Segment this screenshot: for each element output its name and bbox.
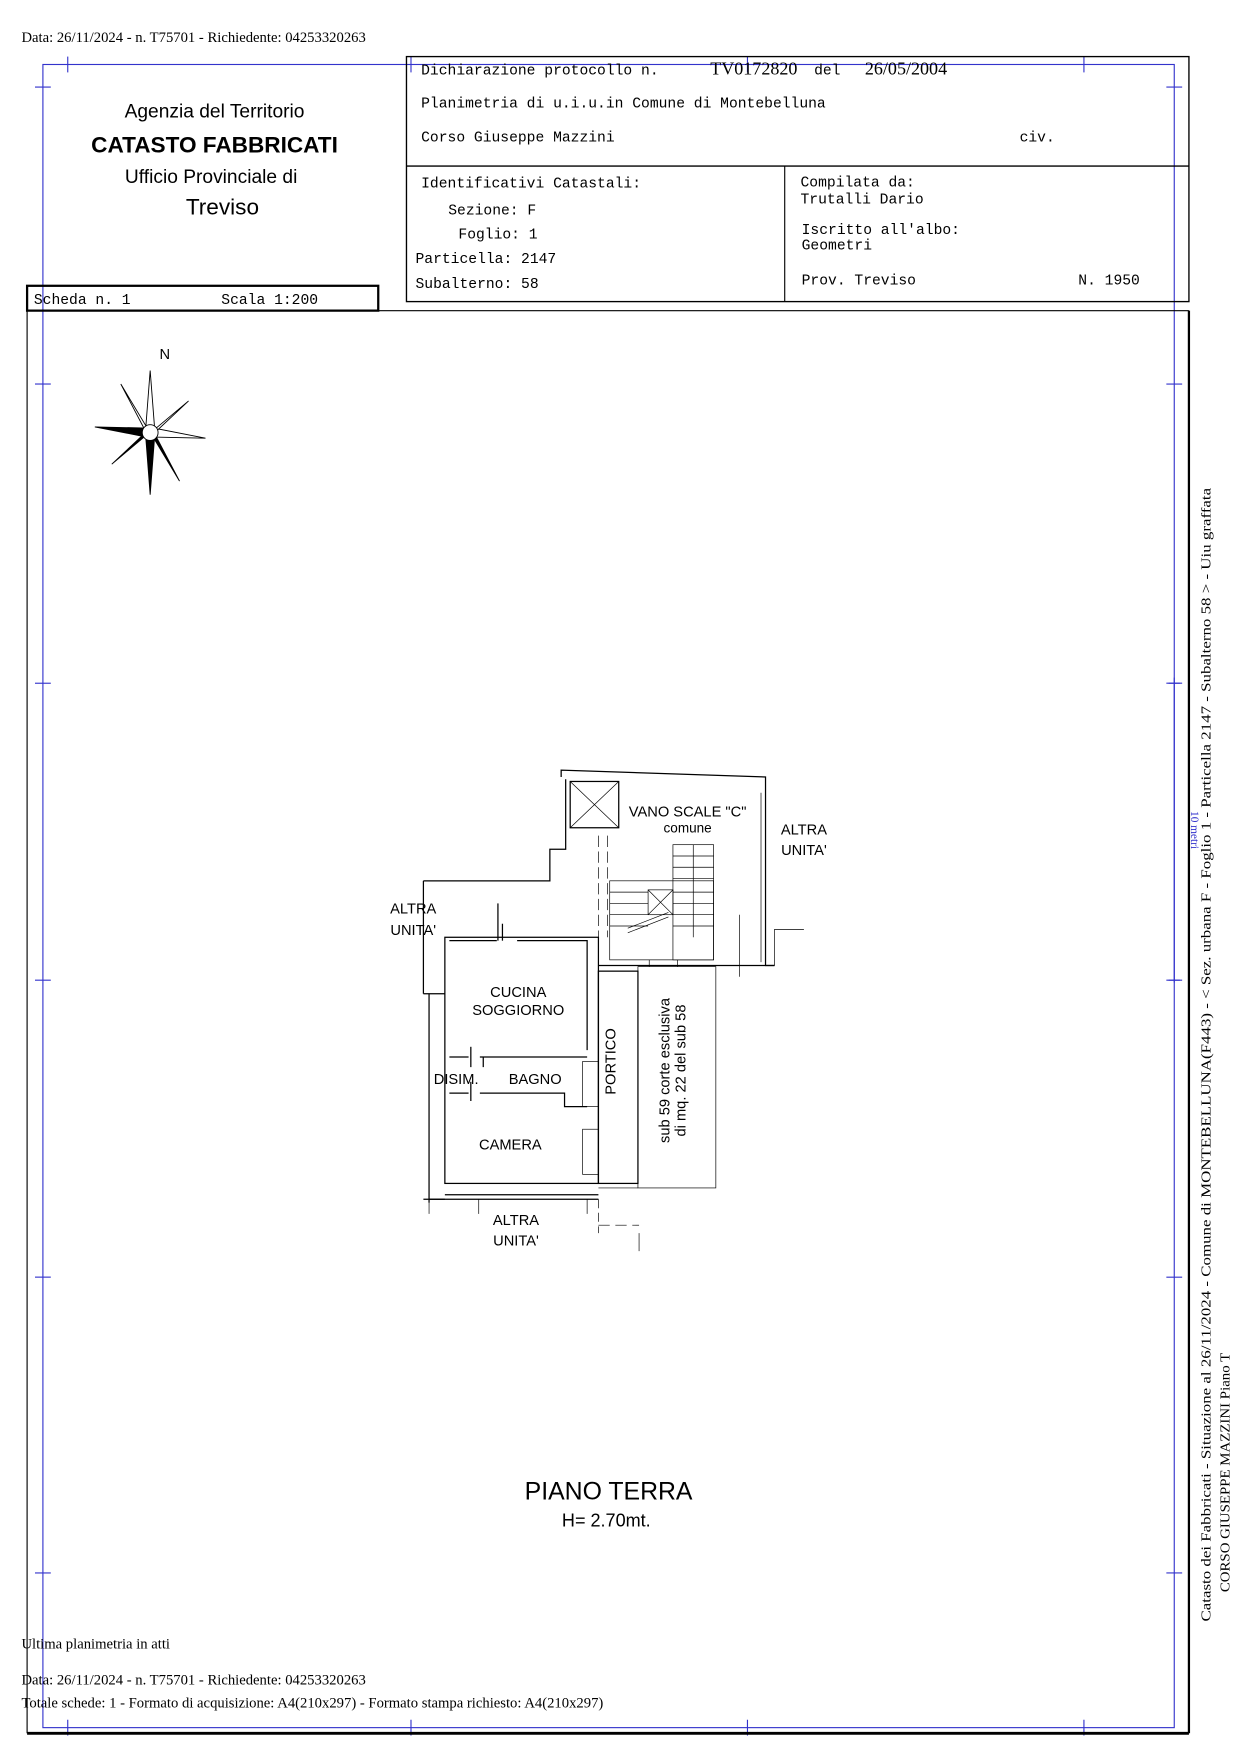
courtyard-label-2: di mq. 22 del sub 58 xyxy=(673,1005,689,1137)
top-request-header: Data: 26/11/2024 - n. T75701 - Richieden… xyxy=(21,30,365,46)
registration-number: N. 1950 xyxy=(1078,274,1140,290)
floor-plan-labels: VANO SCALE "C" comune ALTRA UNITA' ALTRA… xyxy=(390,804,827,1249)
planimetria-text: Planimetria di u.i.u.in Comune di Monteb… xyxy=(421,96,826,112)
compass-rose-icon xyxy=(94,370,206,495)
courtyard-label-1: sub 59 corte esclusiva xyxy=(658,997,674,1143)
other-unit-east-label-2: UNITA' xyxy=(781,843,827,859)
header-box xyxy=(405,55,1190,303)
declaration-block: Dichiarazione protocollo n. TV0172820 de… xyxy=(416,59,1140,293)
address-text: Corso Giuseppe Mazzini xyxy=(421,130,615,146)
protocol-date: 26/05/2004 xyxy=(865,59,947,79)
room-label-soggiorno: SOGGIORNO xyxy=(472,1003,564,1019)
side-address-info: CORSO GIUSEPPE MAZZINI Piano T xyxy=(1218,1352,1234,1592)
drawing-frame xyxy=(26,310,1191,1735)
room-label-camera: CAMERA xyxy=(479,1138,542,1154)
identifiers-title: Identificativi Catastali: xyxy=(421,177,641,193)
room-label-cucina: CUCINA xyxy=(490,985,546,1001)
civic-label: civ. xyxy=(1020,130,1055,146)
floor-plan xyxy=(422,769,804,1252)
footer-request-data: Data: 26/11/2024 - n. T75701 - Richieden… xyxy=(21,1673,365,1689)
particella: Particella: 2147 xyxy=(416,252,557,268)
protocol-number: TV0172820 xyxy=(710,59,797,79)
albo-label: Iscritto all'albo: xyxy=(802,223,960,239)
room-label-portico: PORTICO xyxy=(603,1028,619,1095)
footer-last-plan: Ultima planimetria in atti xyxy=(21,1637,170,1653)
other-unit-east-label: ALTRA xyxy=(781,823,827,839)
stair-hall-label: VANO SCALE "C" xyxy=(629,804,747,820)
floor-title: PIANO TERRA xyxy=(525,1479,693,1506)
scheda-number: Scheda n. 1 xyxy=(34,293,131,309)
other-unit-west-label: ALTRA xyxy=(390,902,436,918)
scale-label: Scala 1:200 xyxy=(221,293,318,309)
protocol-label: Dichiarazione protocollo n. xyxy=(421,64,658,80)
foglio: Foglio: 1 xyxy=(458,227,537,243)
office-city: Treviso xyxy=(186,195,259,220)
private-courtyard-area xyxy=(637,966,717,1189)
room-label-disimpegno: DISIM. xyxy=(434,1072,479,1088)
stair-hall-common-label: comune xyxy=(664,820,712,835)
agency-block: Agenzia del Territorio CATASTO FABBRICAT… xyxy=(91,102,338,220)
compiler-name: Trutalli Dario xyxy=(801,192,924,208)
scheda-box xyxy=(25,284,380,312)
elevator-icon xyxy=(569,780,620,829)
staircase-icon xyxy=(609,844,714,967)
subalterno: Subalterno: 58 xyxy=(416,277,539,293)
office-label: Ufficio Provinciale di xyxy=(125,167,297,188)
scale-bar: 10 metri xyxy=(1168,677,1200,983)
side-cadastral-info: Catasto dei Fabbricati - Situazione al 2… xyxy=(1198,487,1214,1621)
catasto-title: CATASTO FABBRICATI xyxy=(91,133,338,158)
province: Prov. Treviso xyxy=(802,274,916,290)
scale-bar-label: 10 metri xyxy=(1188,811,1200,849)
compass-north-label: N xyxy=(160,347,171,363)
other-unit-south-label: ALTRA xyxy=(493,1213,539,1229)
other-unit-south-label-2: UNITA' xyxy=(493,1234,539,1250)
agency-name: Agenzia del Territorio xyxy=(125,102,305,123)
floor-height: H= 2.70mt. xyxy=(562,1511,651,1531)
sezione: Sezione: F xyxy=(448,204,536,220)
albo-value: Geometri xyxy=(802,239,873,255)
del-label: del xyxy=(814,64,840,80)
other-unit-west-label-2: UNITA' xyxy=(390,923,436,939)
footer-format-info: Totale schede: 1 - Formato di acquisizio… xyxy=(21,1695,603,1711)
room-label-bagno: BAGNO xyxy=(509,1072,562,1088)
compiled-by-label: Compilata da: xyxy=(801,175,915,191)
